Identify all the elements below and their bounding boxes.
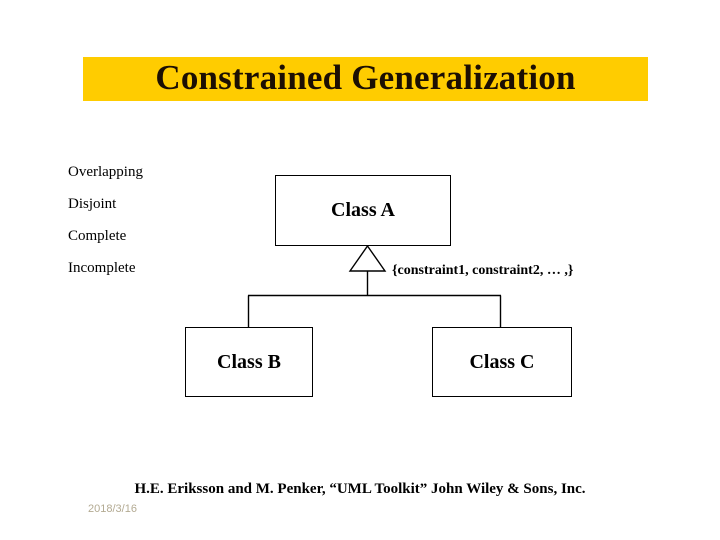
- page-title: Constrained Generalization: [155, 58, 576, 97]
- keyword-label-disjoint: Disjoint: [68, 196, 117, 212]
- class-box-a[interactable]: Class A: [275, 175, 451, 246]
- class-name-b: Class B: [217, 350, 281, 373]
- title-banner: [83, 57, 648, 101]
- slide-date: 2018/3/16: [88, 503, 137, 515]
- citation-reference: H.E. Eriksson and M. Penker, “UML Toolki…: [134, 481, 586, 497]
- keyword-label-overlapping: Overlapping: [68, 164, 143, 180]
- class-box-b[interactable]: Class B: [185, 327, 313, 397]
- class-name-a: Class A: [331, 199, 395, 221]
- hollow-triangle-generalization-icon: [348, 244, 387, 272]
- class-box-c[interactable]: Class C: [432, 327, 572, 397]
- class-name-c: Class C: [469, 350, 535, 373]
- constraint-annotation: {constraint1, constraint2, … ,}: [392, 263, 574, 278]
- keyword-label-incomplete: Incomplete: [68, 260, 136, 276]
- keyword-label-complete: Complete: [68, 228, 127, 244]
